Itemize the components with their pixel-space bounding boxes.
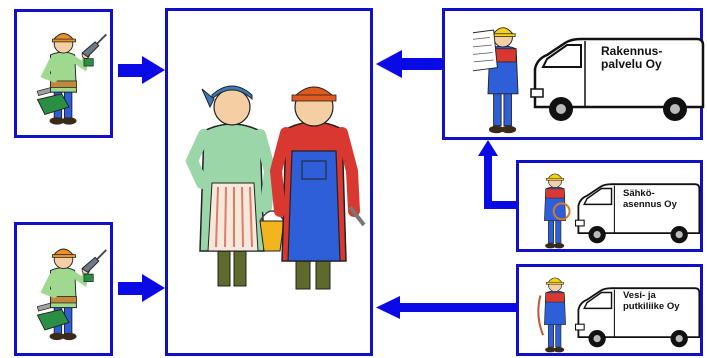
worker-with-drill-icon	[17, 12, 110, 135]
construction-company-name-line2: palvelu Oy	[601, 57, 662, 72]
plumbing-company-panel: Vesi- ja putkiliike Oy	[516, 264, 703, 356]
electrical-company-name-line1: Sähkö-	[623, 188, 655, 199]
left-bottom-panel	[14, 222, 113, 356]
construction-company-name-line1: Rakennus-	[601, 44, 663, 58]
clients-couple-icon	[185, 85, 366, 290]
plumbing-company-name: Vesi- ja putkiliike Oy	[623, 290, 680, 312]
plumber-icon	[537, 269, 575, 355]
electrician-icon	[535, 165, 571, 251]
arrow-left-top-to-center	[118, 56, 165, 84]
construction-company-name: Rakennus- palvelu Oy	[601, 44, 663, 72]
left-top-panel	[14, 9, 113, 138]
plumbing-company-name-line1: Vesi- ja	[623, 290, 656, 301]
electrical-company-name-line2: asennus Oy	[623, 198, 677, 210]
electrical-company-name: Sähkö- asennus Oy	[623, 188, 677, 210]
construction-company-panel: Rakennus- palvelu Oy	[442, 8, 703, 140]
worker-with-plan-icon	[473, 15, 533, 137]
arrow-construction-to-center	[376, 50, 442, 78]
man-figure	[269, 86, 366, 290]
center-panel	[165, 8, 373, 356]
arrow-left-bottom-to-center	[118, 274, 165, 302]
arrow-plumbing-to-center	[376, 296, 516, 319]
plumbing-company-name-line2: putkiliike Oy	[623, 300, 680, 312]
electrical-company-panel: Sähkö- asennus Oy	[516, 160, 703, 252]
woman-figure	[185, 85, 285, 287]
worker-with-drill-icon	[17, 225, 110, 353]
arrow-electrical-to-construction	[478, 140, 516, 209]
